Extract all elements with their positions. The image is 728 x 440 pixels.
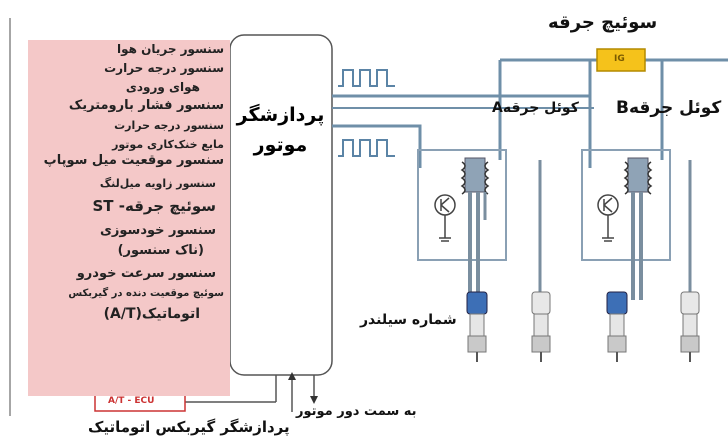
sensor-label-7: سنسور موقعیت میل سوپاپ (43, 153, 224, 168)
sensor-panel: سنسور جریان هوا سنسور درجه حرارت هوای ور… (28, 40, 230, 396)
transmission-ecu-box-label: A/T - ECU (108, 396, 155, 406)
sensor-label-9: سوئیچ جرقه- ST (92, 197, 217, 215)
tcu-arrow-up (288, 372, 296, 380)
pulse-waveform-2 (338, 139, 395, 157)
spark-plug-2 (531, 291, 551, 362)
sensor-label-4: سنسور فشار بارومتریک (68, 98, 224, 113)
sensor-label-14: اتوماتیک(A/T) (103, 306, 200, 322)
ignition-switch-title: سوئیچ جرقه (548, 12, 658, 33)
sensor-label-13: سوئیچ موقعیت دنده در گیربکس (68, 288, 224, 299)
tachometer-label: به سمت دور موتور (296, 404, 417, 419)
tacho-arrow-down (310, 396, 318, 404)
ecu-title: پردازشگر موتور (228, 100, 333, 160)
coil-a-label: کوئل جرقهA (492, 100, 579, 116)
sensor-label-5: سنسور درجه حرارت (114, 119, 224, 132)
ecu-title-line1: پردازشگر (236, 104, 325, 126)
ignition-switch-box (596, 48, 646, 72)
sensor-label-3: هوای ورودی (125, 80, 200, 94)
spark-plug-1 (466, 291, 488, 362)
spark-plug-4 (680, 291, 700, 362)
signal-wire-a (332, 124, 422, 168)
sensor-label-11: (ناک سنسور) (117, 243, 204, 258)
sensor-label-6: مایع خنک‌کاری موتور (112, 138, 224, 151)
pulse-waveform-1 (338, 69, 395, 87)
ecu-title-line2: موتور (253, 134, 308, 156)
spark-plug-3 (606, 291, 628, 362)
sensor-label-12: سنسور سرعت خودرو (76, 266, 216, 281)
cylinder-number-label: شماره سیلندر (360, 312, 457, 328)
transmission-ecu-caption: پردازشگر گیربکس اتوماتیک (88, 418, 290, 436)
sensor-label-10: سنسور خودسوزی (99, 223, 216, 238)
sensor-label-8: سنسور زاویه میل‌لنگ (99, 177, 216, 190)
coil-b-label: کوئل جرقهB (616, 98, 722, 118)
ecu-box (229, 34, 333, 376)
coil-b-group (581, 149, 692, 300)
coil-a-group (417, 149, 542, 300)
sensor-label-1: سنسور جریان هوا (116, 42, 224, 56)
sensor-label-2: سنسور درجه حرارت (104, 61, 224, 75)
ignition-switch-box-label: IG (614, 54, 625, 64)
